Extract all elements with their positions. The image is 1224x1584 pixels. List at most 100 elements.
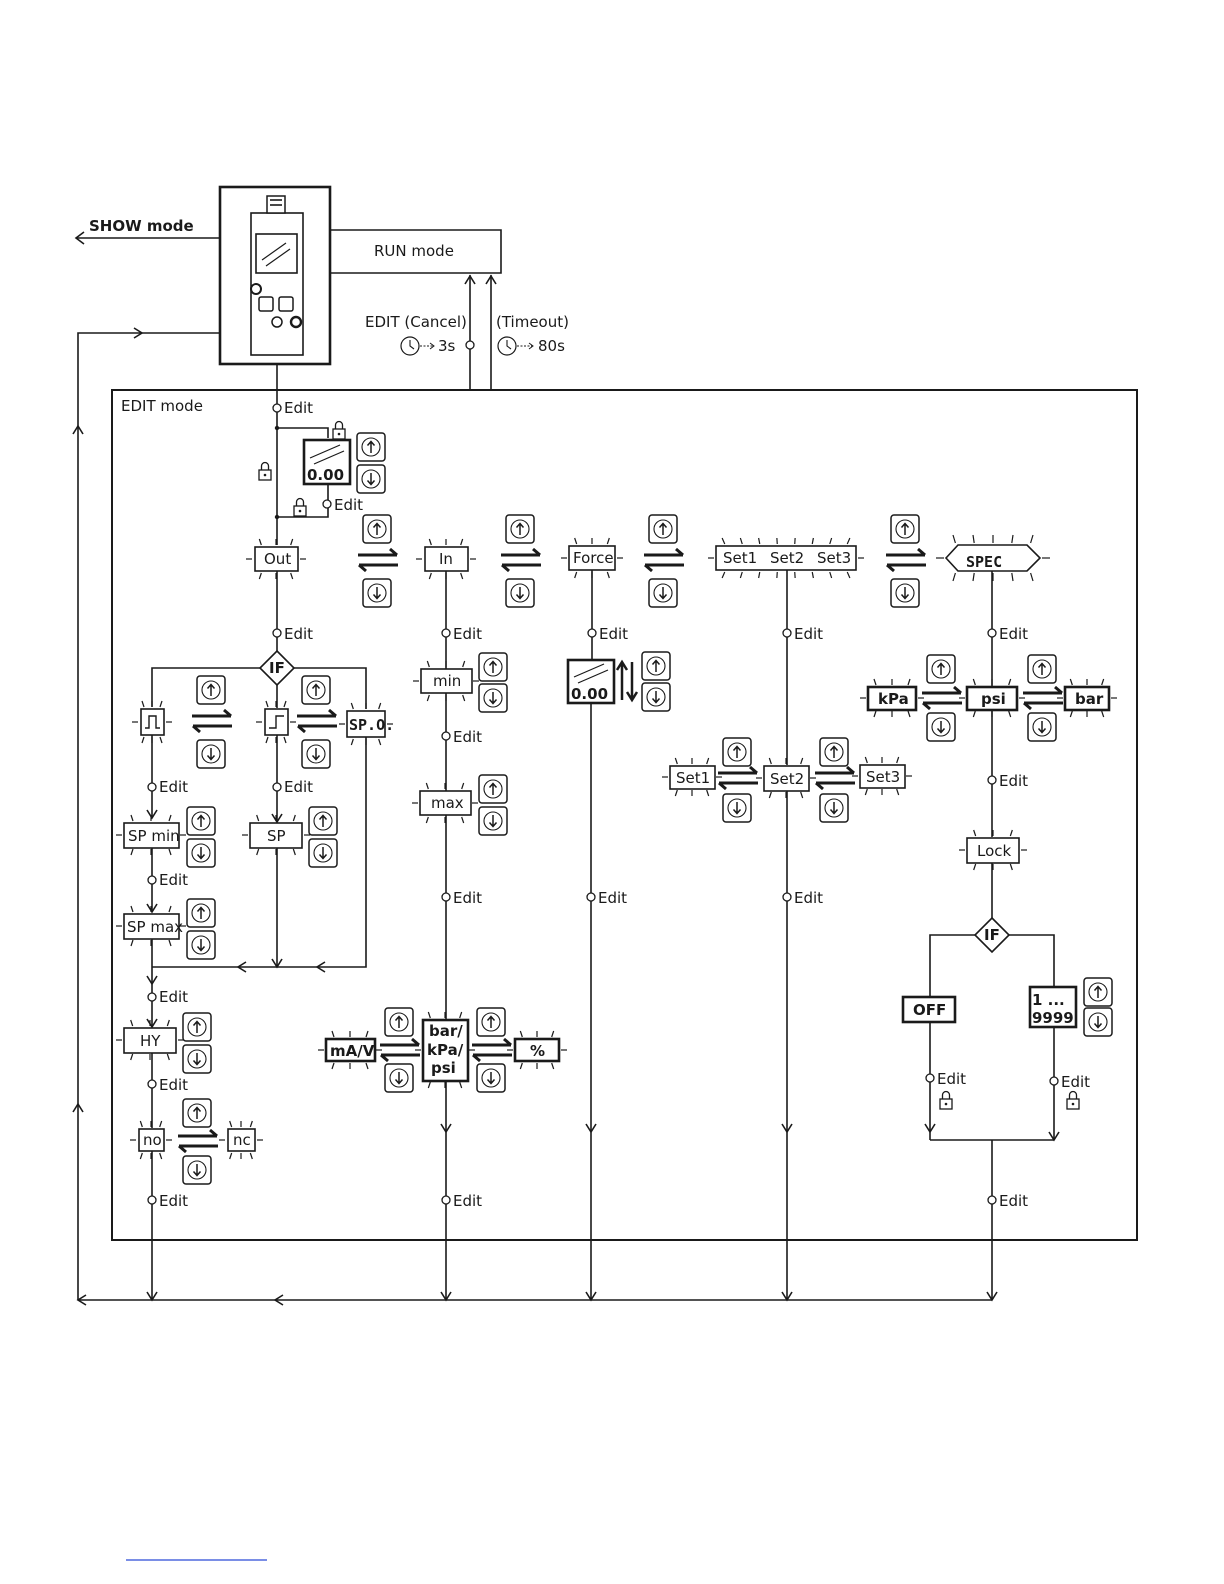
set2-box[interactable]: Set2 [763, 765, 810, 792]
in-min-box[interactable]: min [420, 668, 473, 694]
no-box[interactable]: no [138, 1128, 165, 1152]
up-button-icon[interactable] [478, 652, 508, 682]
down-button-icon[interactable] [182, 1155, 212, 1185]
lock-code-box[interactable]: 1 ... 9999 [1028, 985, 1078, 1029]
down-button-icon[interactable] [648, 578, 678, 608]
force-display-box[interactable]: 0.00 [566, 658, 616, 705]
up-button-icon[interactable] [362, 514, 392, 544]
down-button-icon[interactable] [641, 682, 671, 712]
set1-box[interactable]: Set1 [669, 765, 716, 790]
down-button-icon[interactable] [478, 683, 508, 713]
run-mode-box: RUN mode [330, 229, 502, 274]
blink-ray [166, 1019, 170, 1027]
hy-box[interactable]: HY [123, 1027, 177, 1054]
down-button-icon[interactable] [308, 838, 338, 868]
set3-box[interactable]: Set3 [859, 764, 906, 789]
up-button-icon[interactable] [926, 654, 956, 684]
blink-rays [116, 534, 1117, 1160]
blink-ray [378, 702, 382, 710]
down-button-icon[interactable] [356, 464, 386, 494]
sp-box[interactable]: SP [249, 822, 303, 849]
up-button-icon[interactable] [308, 806, 338, 836]
bar-box[interactable]: bar [1063, 685, 1111, 712]
down-button-icon[interactable] [722, 793, 752, 823]
blink-ray [350, 738, 354, 746]
lock-box[interactable]: Lock [966, 837, 1020, 864]
up-button-icon[interactable] [1083, 977, 1113, 1007]
device-icon [218, 185, 332, 366]
up-button-icon[interactable] [196, 675, 226, 705]
off-box[interactable]: OFF [901, 995, 957, 1024]
timeout-time-label: 80s [538, 337, 565, 355]
up-button-icon[interactable] [476, 1007, 506, 1037]
ma-v-box[interactable]: mA/V [324, 1037, 377, 1063]
percent-box[interactable]: % [513, 1037, 561, 1063]
down-button-icon[interactable] [1083, 1007, 1113, 1037]
kpa-box[interactable]: kPa [866, 685, 918, 712]
down-button-icon[interactable] [301, 739, 331, 769]
down-button-icon[interactable] [505, 578, 535, 608]
psi-box[interactable]: psi [965, 685, 1019, 712]
down-button-icon[interactable] [196, 739, 226, 769]
down-button-icon[interactable] [476, 1063, 506, 1093]
down-button-icon[interactable] [182, 1044, 212, 1074]
timeout-label: (Timeout) [496, 313, 569, 331]
blink-ray [758, 571, 761, 579]
set2-label: Set2 [770, 770, 804, 788]
up-button-icon[interactable] [648, 514, 678, 544]
up-button-icon[interactable] [722, 737, 752, 767]
blink-ray [426, 694, 430, 702]
down-button-icon[interactable] [384, 1063, 414, 1093]
up-button-icon[interactable] [1027, 654, 1057, 684]
blink-ray [758, 537, 761, 545]
nc-box[interactable]: nc [227, 1128, 256, 1152]
up-button-icon[interactable] [186, 806, 216, 836]
menu-force[interactable]: Force [568, 545, 616, 571]
if-label: IF [269, 659, 285, 677]
down-button-icon[interactable] [362, 578, 392, 608]
up-button-icon[interactable] [641, 651, 671, 681]
blink-ray [811, 571, 814, 579]
blink-ray [1008, 710, 1012, 718]
up-button-icon[interactable] [186, 898, 216, 928]
blink-ray [130, 1019, 134, 1027]
in-max-box[interactable]: max [419, 790, 472, 816]
up-button-icon[interactable] [356, 432, 386, 462]
down-button-icon[interactable] [926, 712, 956, 742]
menu-in[interactable]: In [424, 546, 469, 572]
threshold-mode-icon[interactable] [264, 708, 289, 736]
sp-max-box[interactable]: SP max [123, 913, 183, 940]
up-button-icon[interactable] [182, 1012, 212, 1042]
blink-ray [139, 1152, 143, 1160]
edit-label: Edit [453, 889, 482, 907]
down-button-icon[interactable] [478, 806, 508, 836]
blink-ray [952, 572, 956, 582]
lock-label: Lock [977, 842, 1012, 860]
window-mode-icon[interactable] [140, 708, 165, 736]
swap-arrows-icon [884, 547, 928, 573]
sp-min-box[interactable]: SP min [123, 822, 180, 849]
display-box: 0.00 [302, 438, 352, 486]
up-button-icon[interactable] [478, 774, 508, 804]
down-button-icon[interactable] [890, 578, 920, 608]
blink-ray [130, 905, 134, 913]
up-button-icon[interactable] [890, 514, 920, 544]
blink-ray [229, 1152, 233, 1160]
up-button-icon[interactable] [301, 675, 331, 705]
menu-spec[interactable]: SPEC [944, 544, 1042, 572]
unit-box[interactable]: bar/ kPa/ psi [421, 1018, 470, 1083]
down-button-icon[interactable] [186, 838, 216, 868]
menu-out[interactable]: Out [254, 546, 299, 572]
lock-code-line2: 9999 [1032, 1009, 1074, 1027]
menu-set[interactable]: Set1 Set2 Set3 [715, 545, 857, 571]
down-button-icon[interactable] [819, 793, 849, 823]
blink-ray [460, 572, 464, 580]
lock-if-decision: IF [973, 916, 1011, 954]
up-button-icon[interactable] [182, 1098, 212, 1128]
up-button-icon[interactable] [505, 514, 535, 544]
spo-mode-box[interactable]: SP.O. [346, 710, 394, 738]
down-button-icon[interactable] [186, 930, 216, 960]
up-button-icon[interactable] [819, 737, 849, 767]
down-button-icon[interactable] [1027, 712, 1057, 742]
up-button-icon[interactable] [384, 1007, 414, 1037]
